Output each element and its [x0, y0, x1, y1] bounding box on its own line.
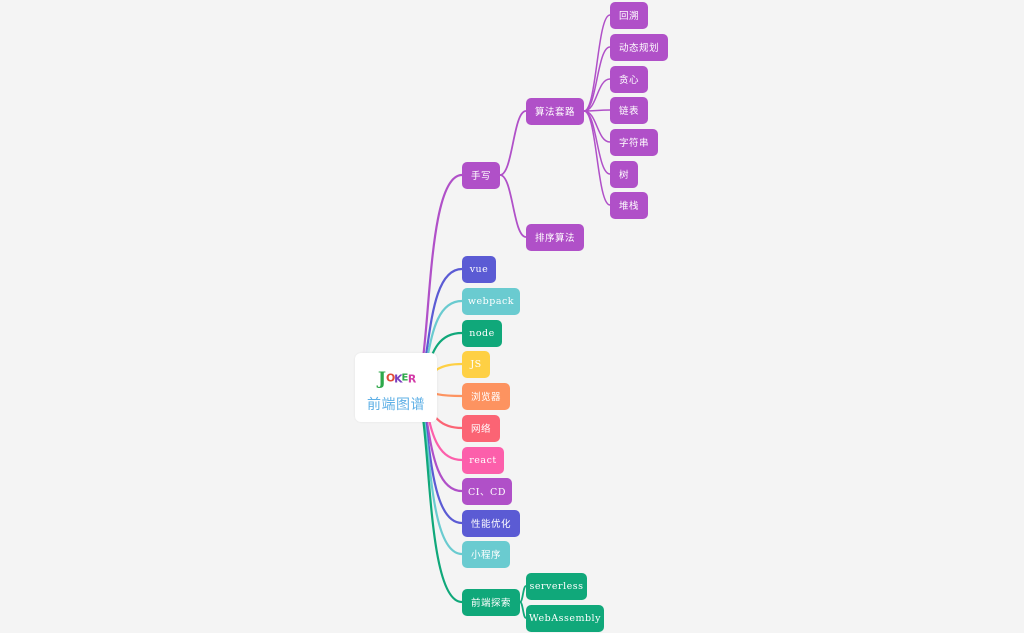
- root-title: 前端图谱: [367, 396, 425, 413]
- joker-logo-icon: J O K E R: [376, 369, 416, 389]
- svg-text:J: J: [376, 369, 386, 389]
- svg-text:R: R: [408, 372, 416, 385]
- connector-line: [583, 110, 611, 206]
- node-linkedlist[interactable]: 链表: [610, 96, 648, 124]
- svg-text:E: E: [401, 372, 408, 383]
- node-webpack[interactable]: webpack: [462, 287, 520, 315]
- node-js[interactable]: JS: [462, 350, 490, 378]
- connector-line: [583, 14, 611, 112]
- connector-line: [499, 174, 527, 238]
- node-sort[interactable]: 排序算法: [526, 223, 584, 251]
- node-backtrack[interactable]: 回溯: [610, 1, 648, 29]
- connector-line: [499, 110, 527, 176]
- node-wasm[interactable]: WebAssembly: [526, 604, 604, 632]
- node-browser[interactable]: 浏览器: [462, 382, 510, 410]
- node-stack[interactable]: 堆栈: [610, 191, 648, 219]
- connector-line: [583, 46, 611, 112]
- node-serverless[interactable]: serverless: [526, 572, 587, 600]
- node-node[interactable]: node: [462, 319, 502, 347]
- node-string[interactable]: 字符串: [610, 128, 658, 156]
- node-react[interactable]: react: [462, 446, 504, 474]
- node-vue[interactable]: vue: [462, 255, 496, 283]
- root-node[interactable]: J O K E R 前端图谱: [355, 353, 437, 422]
- svg-text:K: K: [394, 372, 403, 385]
- node-cicd[interactable]: CI、CD: [462, 477, 512, 505]
- svg-text:O: O: [386, 371, 395, 384]
- node-perf[interactable]: 性能优化: [462, 509, 520, 537]
- node-tree[interactable]: 树: [610, 160, 638, 188]
- node-dp[interactable]: 动态规划: [610, 33, 668, 61]
- node-greedy[interactable]: 贪心: [610, 65, 648, 93]
- node-explore[interactable]: 前端探索: [462, 588, 520, 616]
- connector-line: [519, 601, 527, 619]
- connector-line: [583, 110, 611, 175]
- node-handwrite[interactable]: 手写: [462, 161, 500, 189]
- node-network[interactable]: 网络: [462, 414, 500, 442]
- node-algo[interactable]: 算法套路: [526, 97, 584, 125]
- connector-line: [583, 78, 611, 112]
- node-miniapp[interactable]: 小程序: [462, 540, 510, 568]
